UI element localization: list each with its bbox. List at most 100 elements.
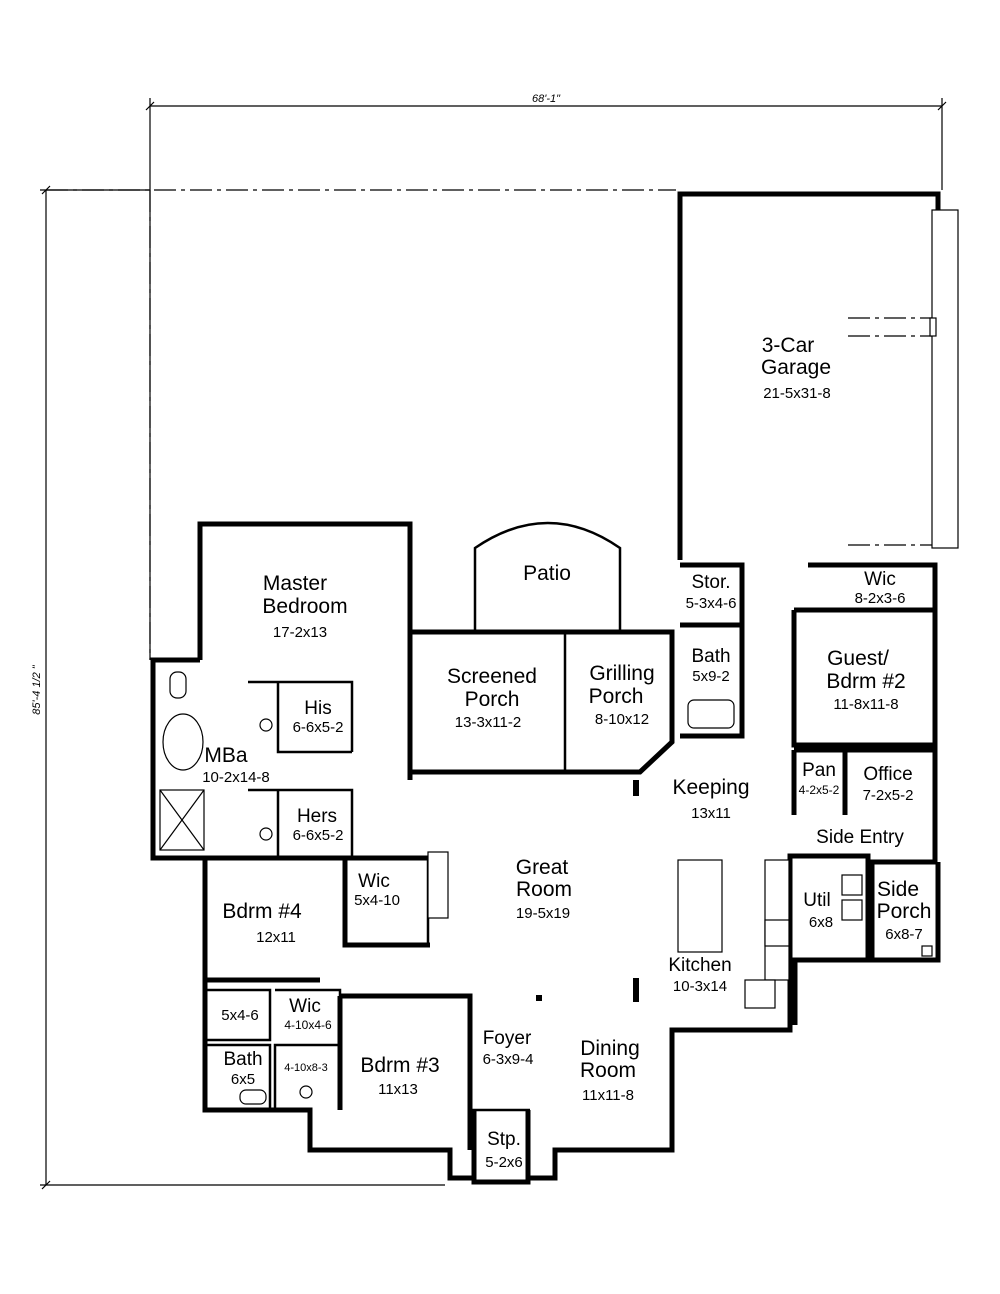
room-side-entry: Side Entry [816,827,904,848]
room-size: 7-2x5-2 [863,787,914,804]
room-name: Wic [358,871,390,892]
room-wic-guest: Wic 8-2x3-6 [855,569,906,607]
room-hers: Hers 6-6x5-2 [293,806,344,844]
room-bath-left: Bath 6x5 [223,1049,262,1088]
room-name: 3-Car [762,334,815,357]
room-size: 10-3x14 [673,978,727,995]
sink-icon [259,718,273,732]
fireplace-icon [427,851,449,919]
screened-porch-walls [410,629,675,775]
overall-width-label: 68'-1" [532,93,561,105]
room-small-closet: 5x4-6 [221,1007,259,1024]
toilet-icon [169,671,187,699]
room-name: Bdrm #4 [222,900,302,923]
room-kitchen: Kitchen 10-3x14 [668,955,731,995]
room-great-room: Great Room 19-5x19 [516,856,572,922]
room-foyer: Foyer 6-3x9-4 [483,1028,534,1068]
sink-icon [259,827,273,841]
room-name: Pan [802,760,836,781]
room-garage: 3-Car Garage 21-5x31-8 [761,334,831,402]
room-guest-bedroom: Guest/ Bdrm #2 11-8x11-8 [826,647,905,713]
overall-depth-label: 85'-4 1/2 " [31,664,43,715]
room-size: 19-5x19 [516,905,570,922]
his-closet-walls [248,680,354,754]
room-size: 6-3x9-4 [483,1051,534,1068]
room-utility: Util 6x8 [803,890,833,931]
toilet-icon [239,1089,267,1105]
room-name: Porch [465,688,520,711]
room-name: Porch [877,900,932,923]
room-name: Grilling [589,662,654,685]
room-bath-center: Bath 5x9-2 [691,646,730,685]
room-size: 4-2x5-2 [799,783,840,797]
room-name: Wic [289,996,321,1017]
garage-door [931,209,959,549]
master-bath-walls [150,657,205,861]
patio-outline [473,521,622,630]
room-size: 8-2x3-6 [855,590,906,607]
room-office: Office 7-2x5-2 [863,764,914,804]
kitchen-wall-right [760,853,795,1033]
room-side-porch: Side Porch 6x8-7 [877,878,932,943]
room-vanity: 4-10x8-3 [284,1062,327,1074]
room-master-bedroom: Master Bedroom 17-2x13 [262,572,347,641]
room-screened-porch: Screened Porch 13-3x11-2 [447,665,537,731]
room-size: 5x9-2 [692,668,730,685]
room-name: Bath [691,646,730,667]
room-size: 13x11 [691,805,731,822]
bathtub-icon [162,713,204,771]
room-grilling-porch: Grilling Porch 8-10x12 [589,662,655,728]
center-bath-walls [680,622,745,739]
room-size: 13-3x11-2 [455,714,521,731]
guest-bedroom-walls [791,610,938,748]
bathtub-icon [687,699,735,729]
room-size: 6x8-7 [885,926,923,943]
room-name: Side [877,878,919,901]
room-size: 5-3x4-6 [686,595,737,612]
room-name: Office [863,764,912,785]
room-stoop: Stp. 5-2x6 [485,1129,523,1171]
room-storage: Stor. 5-3x4-6 [686,572,737,612]
room-bedroom3: Bdrm #3 11x13 [360,1054,439,1098]
room-name: Screened [447,665,537,688]
room-name: Wic [864,569,896,590]
room-name: Bedroom [262,595,347,618]
hers-closet-walls [248,788,354,856]
room-name: Room [516,878,572,901]
room-name: Great [516,856,569,879]
room-size: 5x4-6 [221,1007,259,1024]
room-name: Stor. [691,572,730,593]
pantry-office-walls [791,747,938,815]
room-dining-room: Dining Room 11x11-8 [580,1037,640,1104]
stoop-walls [471,1110,531,1185]
room-size: 6-6x5-2 [293,719,344,736]
room-size: 21-5x31-8 [763,385,831,402]
room-name: Foyer [483,1028,532,1049]
room-master-bath: MBa 10-2x14-8 [202,744,270,786]
dryer-icon [841,899,863,921]
room-size: 4-10x4-6 [284,1018,332,1032]
room-name: MBa [204,744,248,767]
room-name: Room [580,1059,636,1082]
lot-lines [46,189,935,660]
house-perimeter-left [202,858,474,1181]
room-size: 6-6x5-2 [293,827,344,844]
room-bedroom4: Bdrm #4 12x11 [222,900,302,946]
room-size: 11x13 [378,1081,418,1098]
room-name: Hers [297,806,337,827]
room-patio: Patio [523,562,571,585]
master-bedroom-walls [197,521,413,780]
kitchen-island [677,859,723,953]
room-name: Garage [761,356,831,379]
house-perimeter-bottom [528,1027,760,1181]
room-size: 5x4-10 [354,892,400,909]
room-his: His 6-6x5-2 [293,698,344,736]
room-size: 11x11-8 [582,1087,634,1104]
room-name: Side Entry [816,827,904,848]
room-name: Bdrm #3 [360,1054,439,1077]
room-size: 17-2x13 [273,624,327,641]
bedroom3-walls [337,993,473,1150]
room-name: Bdrm #2 [826,670,905,693]
room-name: Stp. [487,1129,521,1150]
